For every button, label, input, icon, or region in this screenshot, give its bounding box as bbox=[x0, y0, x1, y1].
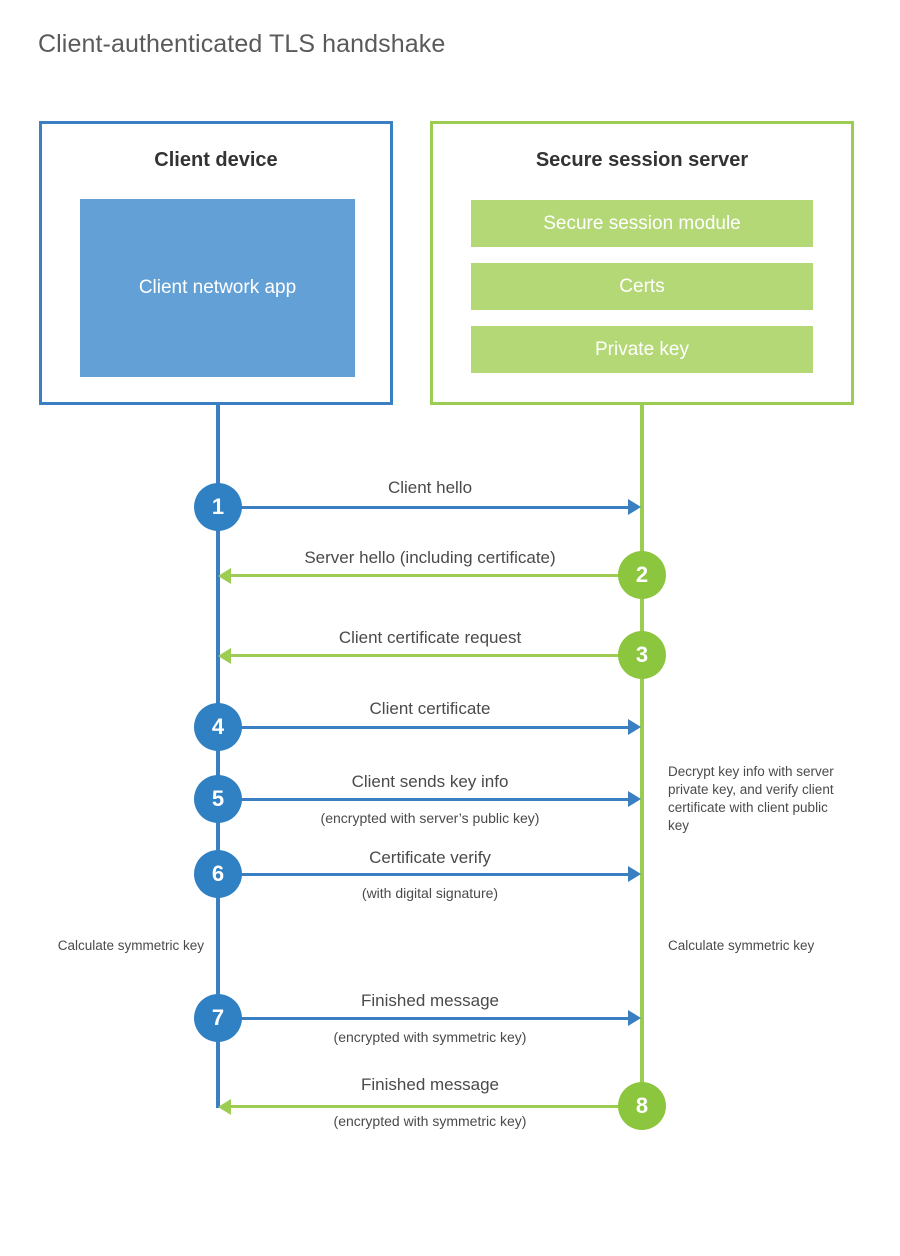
client-device-title: Client device bbox=[154, 149, 278, 171]
step-8-arrow-head bbox=[218, 1099, 231, 1115]
step-1-circle[interactable]: 1 bbox=[194, 483, 242, 531]
step-7-arrow-line bbox=[218, 1017, 628, 1020]
page-title: Client-authenticated TLS handshake bbox=[38, 30, 446, 58]
step-4-arrow-line bbox=[218, 726, 628, 729]
client-device-box: Client device Client network app bbox=[39, 121, 393, 405]
step-7-sublabel: (encrypted with symmetric key) bbox=[333, 1029, 527, 1045]
step-2-arrow-head bbox=[218, 568, 231, 584]
server-component-secure-session-module: Secure session module bbox=[471, 200, 813, 247]
step-3-circle[interactable]: 3 bbox=[618, 631, 666, 679]
client-network-app-block: Client network app bbox=[80, 199, 355, 377]
step-1-label: Client hello bbox=[387, 478, 473, 497]
secure-session-server-box: Secure session server Secure session mod… bbox=[430, 121, 854, 405]
server-component-certs: Certs bbox=[471, 263, 813, 310]
step-1-arrow-line bbox=[218, 506, 628, 509]
step-3-arrow-line bbox=[231, 654, 642, 657]
step-8-arrow-line bbox=[231, 1105, 642, 1108]
step-3-arrow-head bbox=[218, 648, 231, 664]
step-5-arrow-head bbox=[628, 791, 641, 807]
server-lifeline bbox=[640, 405, 644, 1108]
step-4-label: Client certificate bbox=[369, 699, 491, 718]
step-3-label: Client certificate request bbox=[338, 628, 522, 647]
secure-session-server-title: Secure session server bbox=[535, 149, 749, 171]
step-7-label: Finished message bbox=[361, 991, 499, 1010]
step-4-circle[interactable]: 4 bbox=[194, 703, 242, 751]
step-6-arrow-head bbox=[628, 866, 641, 882]
step-6-arrow-line bbox=[218, 873, 628, 876]
step-2-circle[interactable]: 2 bbox=[618, 551, 666, 599]
step-7-circle[interactable]: 7 bbox=[194, 994, 242, 1042]
step-7-arrow-head bbox=[628, 1010, 641, 1026]
step-5-label: Client sends key info bbox=[351, 772, 509, 791]
step-5-circle[interactable]: 5 bbox=[194, 775, 242, 823]
step-2-arrow-line bbox=[231, 574, 642, 577]
step-2-label: Server hello (including certificate) bbox=[304, 548, 556, 567]
client-calculate-note: Calculate symmetric key bbox=[57, 938, 204, 953]
server-decrypt-note: Decrypt key info with server private key… bbox=[668, 764, 834, 833]
server-component-private-key: Private key bbox=[471, 326, 813, 373]
step-6-circle[interactable]: 6 bbox=[194, 850, 242, 898]
step-8-label: Finished message bbox=[361, 1075, 499, 1094]
step-8-sublabel: (encrypted with symmetric key) bbox=[333, 1113, 527, 1129]
step-5-sublabel: (encrypted with server’s public key) bbox=[320, 810, 540, 826]
step-5-arrow-line bbox=[218, 798, 628, 801]
step-4-arrow-head bbox=[628, 719, 641, 735]
server-calculate-note: Calculate symmetric key bbox=[668, 938, 815, 953]
step-6-label: Certificate verify bbox=[369, 848, 491, 867]
client-lifeline bbox=[216, 405, 220, 1108]
step-6-sublabel: (with digital signature) bbox=[361, 885, 499, 901]
step-1-arrow-head bbox=[628, 499, 641, 515]
step-8-circle[interactable]: 8 bbox=[618, 1082, 666, 1130]
